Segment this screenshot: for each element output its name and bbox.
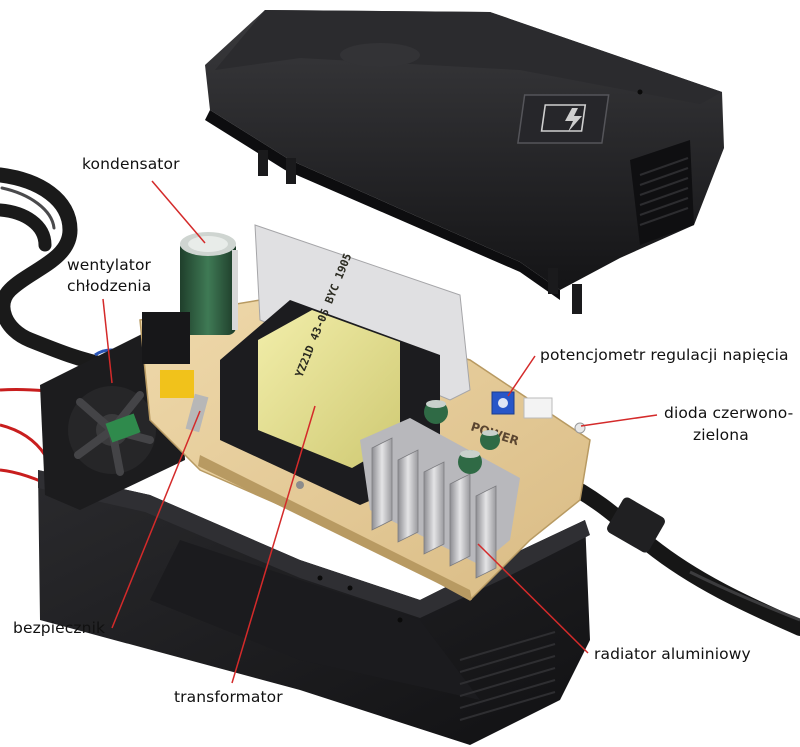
aluminium-heatsink xyxy=(360,418,520,579)
dc-output-cable xyxy=(496,445,800,636)
label-transformator: transformator xyxy=(174,688,283,706)
leader-kondensator xyxy=(151,180,206,244)
label-potencjometr: potencjometr regulacji napięcia xyxy=(540,346,789,364)
connector xyxy=(523,397,553,419)
cable-plug xyxy=(607,497,665,553)
leader-dioda xyxy=(580,414,658,427)
leader-potencjometr xyxy=(507,355,536,397)
case-lid xyxy=(205,10,724,314)
label-dioda: dioda czerwono- xyxy=(664,404,794,422)
ac-power-cable xyxy=(0,167,118,374)
base-vents xyxy=(459,631,556,721)
leader-wentylator xyxy=(102,298,113,384)
leader-lines xyxy=(102,180,658,684)
label-kondensator: kondensator xyxy=(82,155,180,173)
case-base xyxy=(38,470,590,745)
lid-vents xyxy=(639,157,689,226)
choke xyxy=(142,312,190,364)
label-dioda-cont: zielona xyxy=(693,426,749,444)
label-radiator: radiator aluminiowy xyxy=(594,645,751,663)
leader-transformator xyxy=(231,405,316,684)
fuse xyxy=(185,393,209,433)
yellow-capacitor xyxy=(160,370,194,398)
label-bezpiecznik: bezpiecznik xyxy=(13,619,106,637)
battery-charge-icon xyxy=(517,94,610,144)
small-capacitors xyxy=(424,400,500,474)
fan-label xyxy=(105,413,141,443)
leader-bezpiecznik xyxy=(111,410,201,629)
capacitor xyxy=(180,232,238,335)
label-wentylator: wentylator xyxy=(67,256,152,274)
bicolor-led xyxy=(574,422,586,434)
label-chlodzenia: chłodzenia xyxy=(67,277,152,295)
leader-radiator xyxy=(477,543,589,654)
